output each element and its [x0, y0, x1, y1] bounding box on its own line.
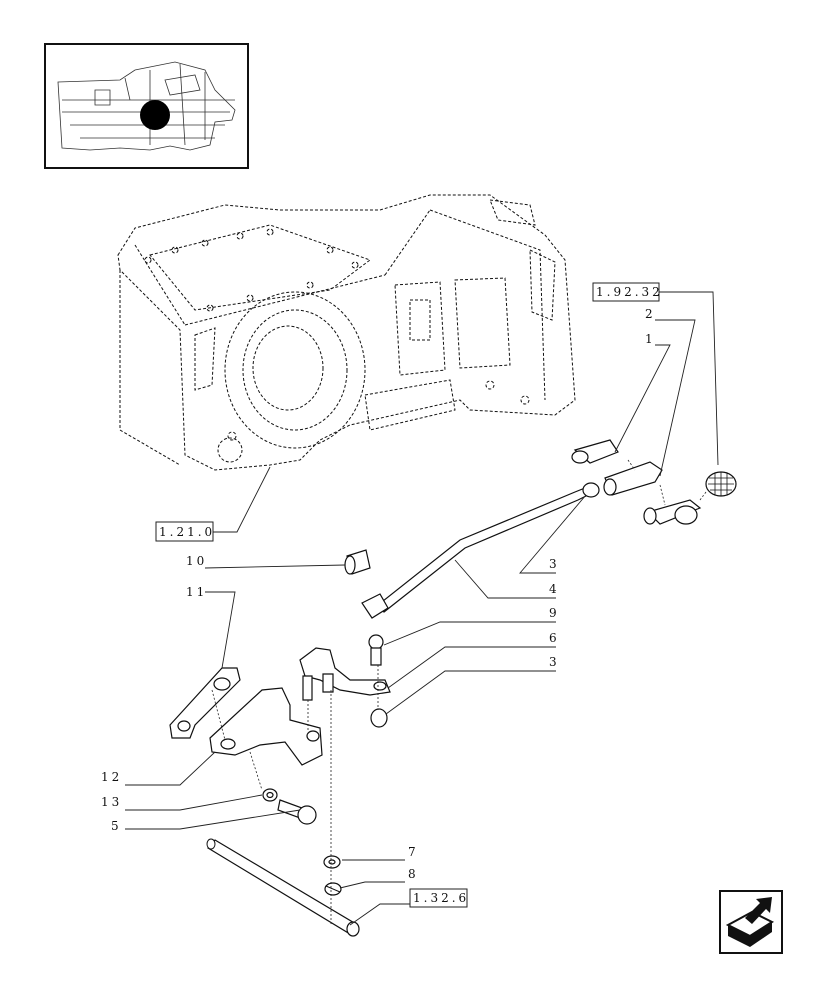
callout-11: 11 — [186, 585, 207, 599]
spring-washer-8 — [324, 882, 342, 896]
assembly-lines — [211, 459, 666, 925]
next-page-icon[interactable] — [719, 890, 783, 954]
leader-lines — [125, 291, 719, 926]
shaft — [206, 838, 360, 937]
svg-text:1.21.0: 1.21.0 — [159, 525, 215, 539]
callout-4: 4 — [549, 582, 560, 596]
callout-2: 2 — [645, 307, 656, 321]
clevis-2 — [603, 461, 663, 496]
callouts: 2 1 3 4 9 6 3 10 11 12 13 5 7 8 — [101, 307, 656, 881]
transmission-housing — [117, 194, 576, 471]
callout-7: 7 — [408, 845, 419, 859]
callout-3a: 3 — [549, 557, 560, 571]
locator-thumbnail — [44, 43, 249, 169]
svg-text:1.92.32: 1.92.32 — [596, 285, 663, 299]
callout-8: 8 — [408, 867, 419, 881]
bushing-10 — [344, 549, 371, 575]
ball-joint-9 — [368, 634, 384, 666]
shift-rod-4 — [361, 482, 600, 619]
callout-5: 5 — [111, 819, 122, 833]
callout-9: 9 — [549, 606, 560, 620]
plate-11 — [169, 667, 241, 739]
svg-text:1.32.6: 1.32.6 — [413, 891, 469, 905]
bracket-12 — [209, 687, 323, 766]
locator-dot — [140, 100, 170, 130]
reference-box-1-92-32[interactable]: 1.92.32 — [592, 282, 663, 302]
lever-6 — [299, 647, 391, 701]
nut-3 — [370, 708, 388, 728]
reference-box-1-21-0[interactable]: 1.21.0 — [155, 521, 215, 542]
callout-12: 12 — [101, 770, 122, 784]
washer-7 — [323, 855, 341, 869]
knob-assembly — [643, 471, 737, 525]
callout-13: 13 — [101, 795, 122, 809]
callout-1: 1 — [645, 332, 656, 346]
shift-fork-1 — [571, 439, 619, 464]
washer-13 — [262, 788, 278, 802]
bolt-5 — [277, 799, 317, 825]
callout-10: 10 — [186, 554, 207, 568]
callout-3b: 3 — [549, 655, 560, 669]
callout-6: 6 — [549, 631, 560, 645]
reference-box-1-32-6[interactable]: 1.32.6 — [409, 888, 469, 908]
